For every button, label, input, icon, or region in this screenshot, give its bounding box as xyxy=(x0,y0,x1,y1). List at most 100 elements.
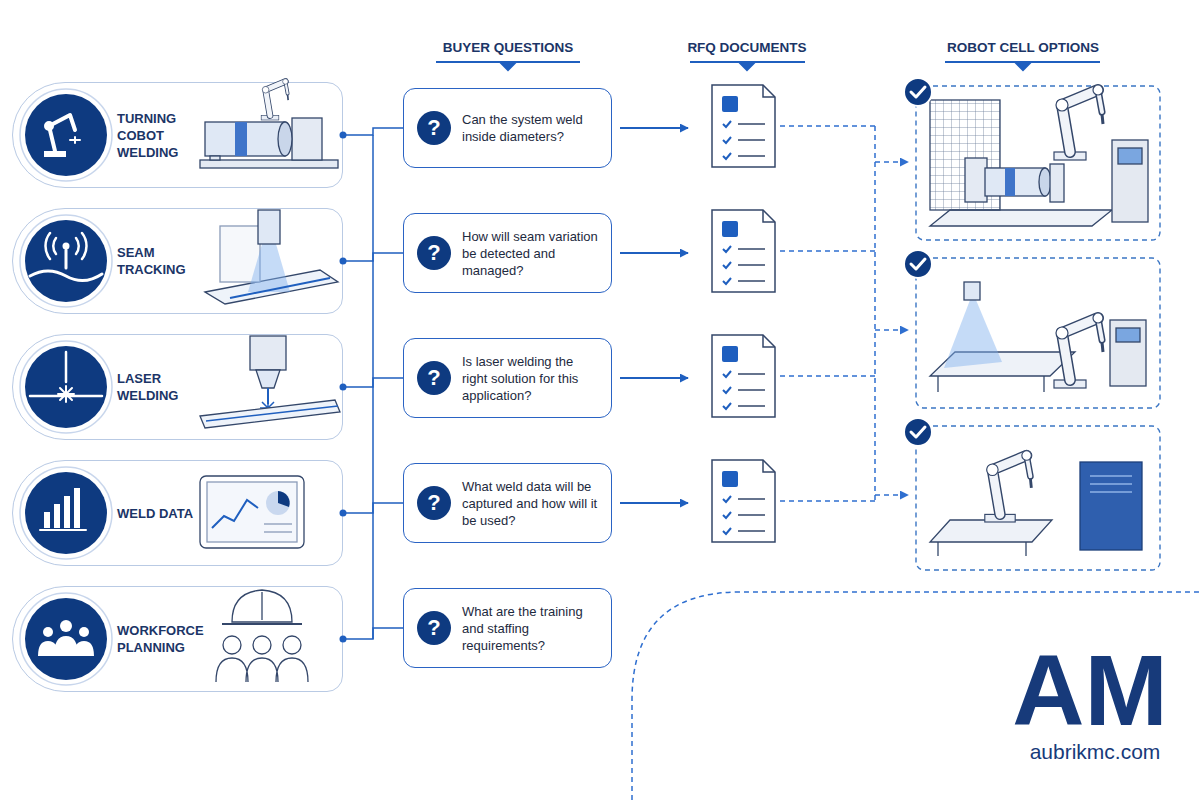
rfq-document xyxy=(722,96,738,112)
column-header: BUYER QUESTIONS xyxy=(428,40,588,56)
question-mark: ? xyxy=(417,486,451,520)
dashed-connector xyxy=(875,329,908,331)
rfq-document xyxy=(723,496,731,534)
category-card: SEAM TRACKING xyxy=(12,208,343,314)
connector xyxy=(343,128,403,135)
rfq-document xyxy=(722,221,738,237)
robot-cell xyxy=(985,168,1045,196)
question-text: What weld data will be captured and how … xyxy=(462,478,600,529)
connector xyxy=(343,253,403,261)
rfq-document xyxy=(738,374,765,406)
robot-cell xyxy=(1054,313,1103,388)
question-box: ? What weld data will be captured and how… xyxy=(403,463,612,543)
rfq-document xyxy=(738,249,765,281)
robot-cell xyxy=(930,352,1075,376)
dashed-connector xyxy=(632,126,1200,800)
rfq-document xyxy=(738,124,765,156)
robot-cell xyxy=(1005,168,1015,196)
flow-arrow xyxy=(620,127,688,129)
rfq-document xyxy=(712,335,775,417)
robot-cell xyxy=(930,100,1000,210)
rfq-document xyxy=(712,85,775,167)
robot-cell xyxy=(1116,328,1140,342)
robot-cell xyxy=(930,210,1112,226)
connector xyxy=(343,378,403,387)
category-card: LASER WELDING xyxy=(12,334,343,440)
robot-cell xyxy=(1039,168,1051,196)
category-title: SEAM TRACKING xyxy=(117,244,209,278)
question-text: What are the training and staffing requi… xyxy=(462,603,600,654)
robot-cell xyxy=(944,300,1002,368)
header-underline xyxy=(436,61,580,63)
rfq-document xyxy=(723,246,731,284)
question-mark: ? xyxy=(417,111,451,145)
check-badge xyxy=(904,250,932,278)
robot-cell xyxy=(1054,85,1103,160)
header-underline xyxy=(436,62,1100,70)
category-card: TURNING COBOT WELDING xyxy=(12,82,343,188)
category-card: WORKFORCE PLANNING xyxy=(12,586,343,692)
rfq-document xyxy=(763,460,775,472)
category-card: WELD DATA xyxy=(12,460,343,566)
robot-cell xyxy=(1118,148,1142,164)
robot-cell xyxy=(1090,476,1132,492)
robot-cell xyxy=(930,520,1052,542)
header-underline xyxy=(945,61,1100,63)
robot-cell-frame xyxy=(916,258,1160,408)
rfq-document xyxy=(723,121,731,159)
header-underline xyxy=(690,61,805,63)
flow-arrow xyxy=(620,128,688,503)
question-mark: ? xyxy=(417,611,451,645)
question-box: ? How will seam variation be detected and… xyxy=(403,213,612,293)
robot-cell xyxy=(1112,140,1148,222)
check-badge xyxy=(904,78,932,106)
rfq-document xyxy=(722,346,738,362)
question-box: ? What are the training and staffing requ… xyxy=(403,588,612,668)
flow-arrow xyxy=(620,502,688,504)
question-text: How will seam variation be detected and … xyxy=(462,228,600,279)
header-underline xyxy=(500,62,516,70)
robot-cell xyxy=(1043,376,1044,392)
column-header: RFQ DOCUMENTS xyxy=(667,40,827,56)
robot-cell-frame xyxy=(916,426,1160,570)
logo-mark: AM xyxy=(990,640,1190,740)
rfq-document xyxy=(712,85,775,542)
check-badge xyxy=(911,87,925,97)
rfq-document xyxy=(712,335,775,417)
check-badge xyxy=(911,259,925,269)
check-badge xyxy=(904,418,932,446)
category-title: WORKFORCE PLANNING xyxy=(117,622,209,656)
rfq-document xyxy=(722,471,738,487)
question-mark: ? xyxy=(417,361,451,395)
category-title: LASER WELDING xyxy=(117,370,209,404)
robot-cell xyxy=(964,282,980,300)
robot-cell xyxy=(965,158,987,202)
robot-cell-frame xyxy=(916,86,1160,240)
rfq-document xyxy=(763,85,775,97)
flow-arrow xyxy=(620,377,688,379)
rfq-document xyxy=(723,371,731,409)
dashed-connector xyxy=(780,126,875,501)
bus-line xyxy=(372,135,374,639)
dashed-connector xyxy=(875,161,908,163)
header-underline xyxy=(739,62,755,70)
robot-cell xyxy=(985,451,1032,522)
rfq-document xyxy=(763,335,775,347)
website-url: aubrikmc.com xyxy=(995,740,1195,764)
header-underline xyxy=(1015,62,1031,70)
robot-cell xyxy=(1110,320,1146,386)
robot-cell xyxy=(930,85,1148,556)
category-title: TURNING COBOT WELDING xyxy=(117,110,209,161)
robot-cell xyxy=(1050,164,1064,202)
rfq-document xyxy=(738,499,765,531)
rfq-document xyxy=(712,460,775,542)
rfq-document xyxy=(712,210,775,292)
rfq-document xyxy=(712,85,775,167)
rfq-document xyxy=(763,210,775,222)
robot-cell xyxy=(1025,542,1026,556)
check-badge xyxy=(904,78,932,446)
question-mark: ? xyxy=(417,236,451,270)
rfq-document xyxy=(712,210,775,292)
connector xyxy=(343,503,403,513)
